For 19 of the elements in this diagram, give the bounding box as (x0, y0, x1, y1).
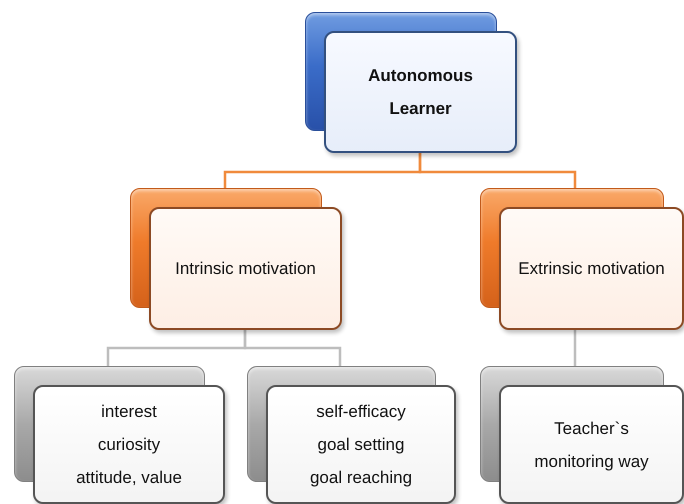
box-label: interest (101, 401, 157, 423)
stacked-box (480, 366, 684, 504)
box-label: self-efficacy (316, 401, 406, 423)
box-label: Autonomous Learner (367, 65, 474, 120)
stacked-box (480, 188, 684, 330)
stacked-box (14, 366, 225, 504)
box-label: curiosity (98, 434, 160, 456)
connector-line (418, 153, 576, 188)
connector-line (244, 330, 342, 366)
stacked-box (305, 12, 517, 153)
stacked-box (247, 366, 456, 504)
box-label: attitude, value (76, 467, 182, 489)
box-label: Extrinsic motivation (518, 258, 665, 280)
box-label: goal setting (318, 434, 404, 456)
stacked-box (130, 188, 342, 330)
box-label: goal reaching (310, 467, 412, 489)
box-label: Teacher`s monitoring way (533, 418, 650, 472)
connector-line (574, 330, 576, 366)
box-label: Intrinsic motivation (175, 258, 316, 280)
